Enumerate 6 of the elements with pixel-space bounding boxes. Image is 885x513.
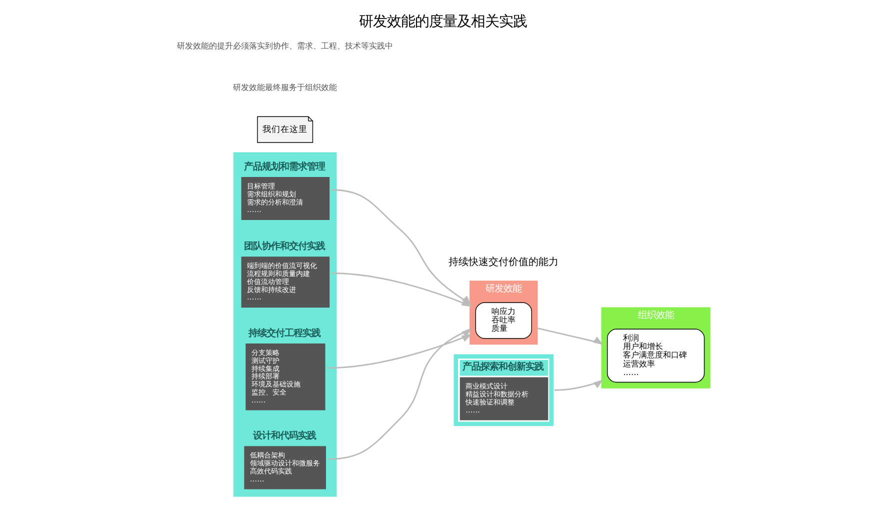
node-label: 设计和代码实践 [252, 430, 316, 442]
node-label: 产品规划和需求管理 [244, 160, 325, 172]
node-label: 团队协作和交付实践 [244, 240, 325, 252]
node-label: 持续快速交付价值的能力 [448, 256, 558, 268]
diagram-title: 研发效能的度量及相关实践 [358, 14, 526, 30]
node-label: 持续交付工程实践 [248, 327, 320, 338]
